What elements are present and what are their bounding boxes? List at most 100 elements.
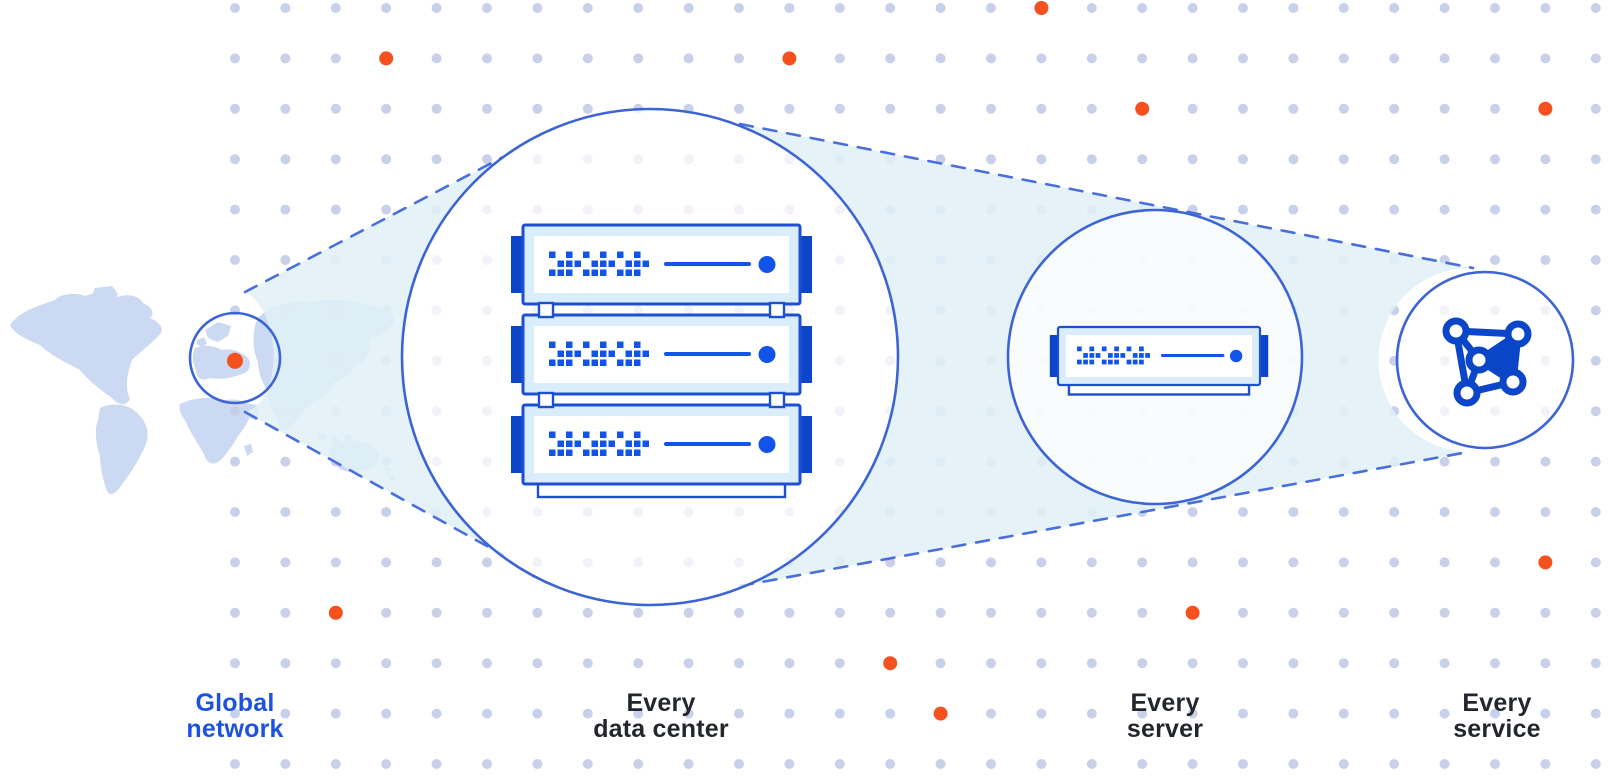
grid-dot <box>1389 607 1400 618</box>
grid-dot <box>683 658 694 669</box>
grid-dot <box>230 507 240 517</box>
grid-dot <box>280 53 291 64</box>
grid-dot <box>1540 658 1551 669</box>
grid-dot <box>1288 154 1299 165</box>
grid-dot <box>1187 658 1198 669</box>
grid-dot <box>1137 708 1148 719</box>
grid-dot <box>1590 3 1601 13</box>
orange-accent-dot <box>1034 1 1049 15</box>
grid-dot <box>1590 204 1601 215</box>
grid-dot <box>280 759 291 769</box>
grid-dot <box>1490 708 1500 719</box>
grid-dot <box>1288 103 1299 114</box>
grid-dot <box>1389 507 1400 517</box>
grid-dot <box>330 507 341 517</box>
grid-dot <box>784 3 795 13</box>
grid-dot <box>230 456 240 467</box>
grid-dot <box>431 658 442 669</box>
grid-dot <box>734 607 744 618</box>
grid-dot <box>1389 103 1400 114</box>
grid-dot <box>1288 759 1299 769</box>
rack-joint <box>537 301 555 319</box>
grid-dot <box>1540 507 1551 517</box>
grid-dot <box>1187 557 1198 568</box>
grid-dot <box>1540 255 1551 265</box>
grid-dot <box>582 658 593 669</box>
grid-dot <box>1137 154 1148 165</box>
grid-dot <box>381 507 392 517</box>
grid-dot <box>1540 154 1551 165</box>
grid-dot <box>1439 204 1450 215</box>
grid-dot <box>1036 154 1047 165</box>
grid-dot <box>280 456 291 467</box>
grid-dot <box>633 708 644 719</box>
grid-dot <box>482 708 492 719</box>
grid-dot <box>1439 3 1450 13</box>
grid-dot <box>1137 759 1148 769</box>
grid-dot <box>734 53 744 64</box>
grid-dot <box>280 708 291 719</box>
rack-joint <box>768 391 786 409</box>
grid-dot <box>330 557 341 568</box>
grid-dot <box>1389 658 1400 669</box>
grid-dot <box>1238 557 1248 568</box>
grid-dot <box>683 759 694 769</box>
grid-dot <box>1238 708 1248 719</box>
grid-dot <box>1338 3 1349 13</box>
grid-dot <box>1490 507 1500 517</box>
grid-dot <box>885 3 896 13</box>
grid-dot <box>986 607 996 618</box>
grid-dot <box>482 759 492 769</box>
grid-dot <box>1338 507 1349 517</box>
grid-dot <box>431 53 442 64</box>
grid-dot <box>532 103 543 114</box>
grid-dot <box>1288 3 1299 13</box>
grid-dot <box>280 154 291 165</box>
grid-dot <box>482 3 492 13</box>
server-led-matrix <box>1076 346 1150 365</box>
grid-dot <box>1238 759 1248 769</box>
grid-dot <box>1288 708 1299 719</box>
grid-dot <box>986 658 996 669</box>
grid-dot <box>1590 305 1601 316</box>
grid-dot <box>582 103 593 114</box>
grid-dot <box>532 658 543 669</box>
grid-dot <box>1137 658 1148 669</box>
grid-dot <box>482 154 492 165</box>
grid-dot <box>1137 53 1148 64</box>
grid-dot <box>330 53 341 64</box>
grid-dot <box>1439 557 1450 568</box>
grid-dot <box>1590 658 1601 669</box>
grid-dot <box>784 103 795 114</box>
orange-accent-dot <box>1538 555 1553 570</box>
datacenter-server-stack <box>511 223 812 499</box>
continent-greenland <box>92 286 118 303</box>
orange-accent-dot <box>1135 101 1150 116</box>
orange-accent-dot <box>782 51 797 66</box>
grid-dot <box>986 3 996 13</box>
grid-dot <box>1590 607 1601 618</box>
grid-dot <box>1590 355 1601 366</box>
grid-dot <box>734 658 744 669</box>
grid-dot <box>330 759 341 769</box>
region-madagascar <box>244 444 253 456</box>
grid-dot <box>280 255 291 265</box>
server-unit <box>511 223 812 306</box>
grid-dot <box>532 53 543 64</box>
grid-dot <box>1086 53 1097 64</box>
grid-dot <box>885 103 896 114</box>
single-server-unit <box>1049 325 1269 396</box>
grid-dot <box>280 103 291 114</box>
grid-dot <box>1490 154 1500 165</box>
grid-dot <box>1439 708 1450 719</box>
grid-dot <box>935 607 946 618</box>
grid-dot <box>834 103 845 114</box>
grid-dot <box>1540 708 1551 719</box>
grid-dot <box>1540 204 1551 215</box>
grid-dot <box>935 103 946 114</box>
grid-dot <box>683 607 694 618</box>
grid-dot <box>330 708 341 719</box>
grid-dot <box>834 658 845 669</box>
server-rack-ear-left <box>1049 335 1060 377</box>
grid-dot <box>986 708 996 719</box>
